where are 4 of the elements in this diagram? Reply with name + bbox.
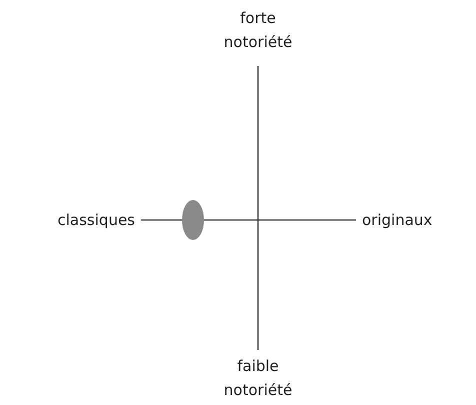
axis-label: originaux xyxy=(362,210,434,231)
axis-label: classiques xyxy=(56,210,135,231)
axis-label: faible notoriété xyxy=(222,356,294,401)
axis-label: forte notoriété xyxy=(222,8,294,53)
